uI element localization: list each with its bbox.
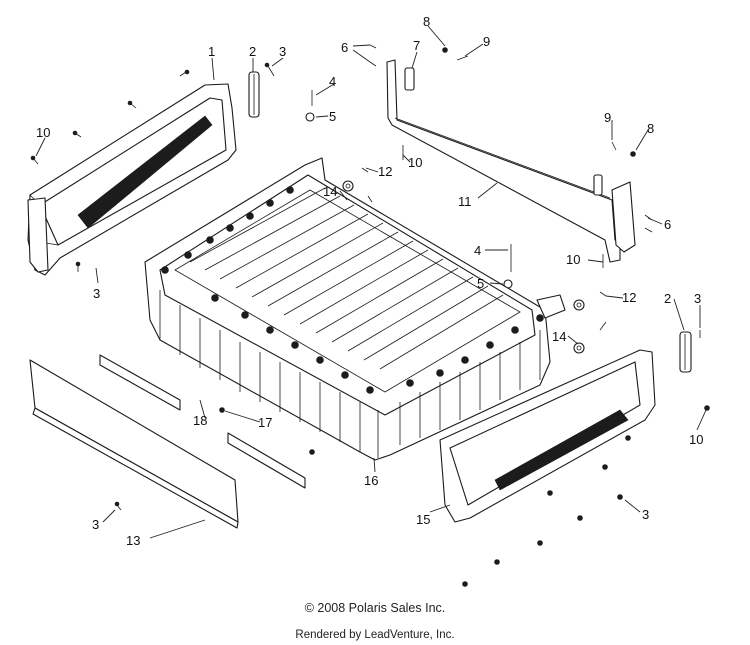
callout-10: 10 xyxy=(408,155,422,170)
callout-12: 12 xyxy=(378,164,392,179)
callout-15: 15 xyxy=(416,512,430,527)
callout-8: 8 xyxy=(423,14,430,29)
callout-2: 2 xyxy=(664,291,671,306)
callout-4: 4 xyxy=(329,74,336,89)
callout-5: 5 xyxy=(477,276,484,291)
cargo-box-tub-part xyxy=(144,157,566,461)
callout-11: 11 xyxy=(458,194,472,209)
callout-4: 4 xyxy=(474,243,481,258)
callout-13: 13 xyxy=(126,533,140,548)
callout-14: 14 xyxy=(323,184,337,199)
callout-8: 8 xyxy=(647,121,654,136)
rivet-icon xyxy=(309,449,315,455)
rendered-by-text: Rendered by LeadVenture, Inc. xyxy=(295,629,455,641)
callout-3: 3 xyxy=(92,517,99,532)
callout-17: 17 xyxy=(258,415,272,430)
leader-lines xyxy=(35,25,707,539)
screw-icon xyxy=(114,501,122,511)
callout-3: 3 xyxy=(93,286,100,301)
callout-9: 9 xyxy=(604,110,611,125)
callout-3: 3 xyxy=(279,44,286,59)
callout-3: 3 xyxy=(694,291,701,306)
callout-2: 2 xyxy=(249,44,256,59)
callout-12: 12 xyxy=(622,290,636,305)
callout-labels: 1 2 3 6 7 8 9 4 5 10 10 12 14 9 8 11 6 3… xyxy=(36,14,703,548)
callout-3: 3 xyxy=(642,507,649,522)
tailgate-panel-part xyxy=(29,359,239,529)
copyright-text: © 2008 Polaris Sales Inc. xyxy=(304,601,446,615)
tailgate-strip-part xyxy=(99,354,306,489)
callout-16: 16 xyxy=(364,473,378,488)
callout-6: 6 xyxy=(341,40,348,55)
callout-10: 10 xyxy=(566,252,580,267)
callout-18: 18 xyxy=(193,413,207,428)
screw-icon xyxy=(462,405,710,587)
exploded-view-diagram: 1 2 3 6 7 8 9 4 5 10 10 12 14 9 8 11 6 3… xyxy=(27,14,710,587)
callout-6: 6 xyxy=(664,217,671,232)
corner-cap-upper xyxy=(248,71,260,118)
right-side-rail-part xyxy=(439,331,692,523)
callout-1: 1 xyxy=(208,44,215,59)
callout-14: 14 xyxy=(552,329,566,344)
callout-9: 9 xyxy=(483,34,490,49)
callout-5: 5 xyxy=(329,109,336,124)
callout-7: 7 xyxy=(413,38,420,53)
left-side-rail-part xyxy=(27,83,237,276)
callout-10: 10 xyxy=(689,432,703,447)
screw-icon xyxy=(30,62,275,272)
rivet-icon xyxy=(219,407,225,413)
callout-10: 10 xyxy=(36,125,50,140)
rear-frame-bar-part xyxy=(386,59,636,263)
